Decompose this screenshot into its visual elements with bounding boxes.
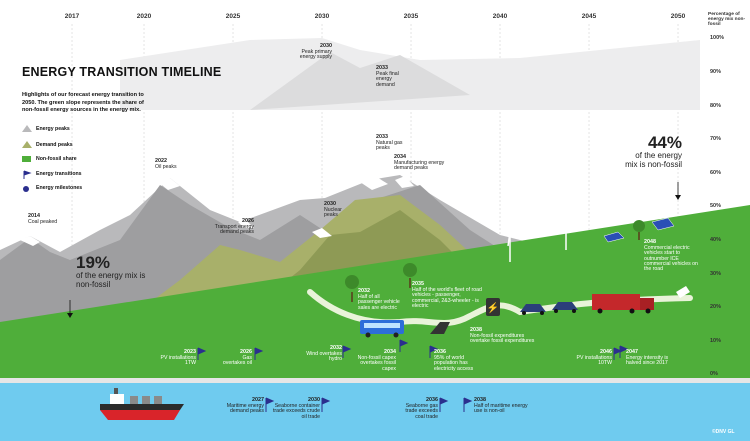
year-2050: 2050	[670, 13, 686, 20]
callout-2050-value: 44%	[647, 133, 682, 152]
plug-icon	[676, 286, 690, 298]
land-flags	[197, 339, 629, 360]
callout-2017-value: 19%	[76, 253, 111, 272]
year-2045: 2045	[581, 13, 597, 20]
ship	[100, 388, 184, 420]
callout-2050-text: of the energy mix is non-fossil	[625, 150, 682, 169]
year-2035: 2035	[403, 13, 419, 20]
svg-text:⚡: ⚡	[487, 301, 499, 314]
percentage-axis-title: Percentage of energy mix non-fossil	[708, 12, 746, 28]
pct-20: 20%	[710, 304, 722, 310]
electric-cars	[520, 302, 578, 315]
callout-2050: 44% of the energy mix is non-fossil	[622, 134, 682, 169]
copyright: ©DNV GL	[712, 429, 735, 435]
pct-50: 50%	[710, 203, 722, 209]
electric-truck	[592, 294, 640, 310]
callout-2017: 19% of the energy mix is non-fossil	[76, 254, 146, 289]
pct-30: 30%	[710, 271, 722, 277]
snow-caps	[20, 176, 414, 246]
non-fossil-slope	[0, 205, 750, 378]
page-title: ENERGY TRANSITION TIMELINE	[22, 65, 222, 79]
pct-80: 80%	[710, 103, 722, 109]
year-2020: 2020	[136, 13, 152, 20]
legend-energy-milestones: Energy milestones	[36, 185, 83, 191]
sea-flags	[265, 397, 473, 412]
legend-energy-peaks: Energy peaks	[36, 126, 70, 132]
charging-station	[486, 298, 500, 316]
pct-90: 90%	[710, 69, 722, 75]
electric-scooter	[430, 322, 450, 334]
pct-70: 70%	[710, 136, 722, 142]
wind-turbines	[499, 207, 581, 262]
intro-text: Highlights of our forecast energy transi…	[22, 92, 144, 114]
pct-40: 40%	[710, 237, 722, 243]
pct-0: 0%	[710, 371, 718, 377]
trees	[345, 220, 645, 302]
legend-demand-peaks: Demand peaks	[36, 142, 73, 148]
road	[307, 289, 693, 326]
pct-60: 60%	[710, 170, 722, 176]
year-2030: 2030	[314, 13, 330, 20]
legend-non-fossil-share: Non-fossil share	[36, 156, 77, 162]
pct-10: 10%	[710, 338, 722, 344]
year-2017: 2017	[64, 13, 80, 20]
year-2025: 2025	[225, 13, 241, 20]
peak-final-mountain	[250, 52, 470, 110]
callout-2017-text: of the energy mix is non-fossil	[76, 270, 146, 289]
legend-energy-transitions: Energy transitions	[36, 171, 82, 177]
pct-100: 100%	[710, 35, 725, 41]
year-2040: 2040	[492, 13, 508, 20]
solar-panels	[603, 217, 675, 243]
legend-icons	[22, 125, 32, 192]
